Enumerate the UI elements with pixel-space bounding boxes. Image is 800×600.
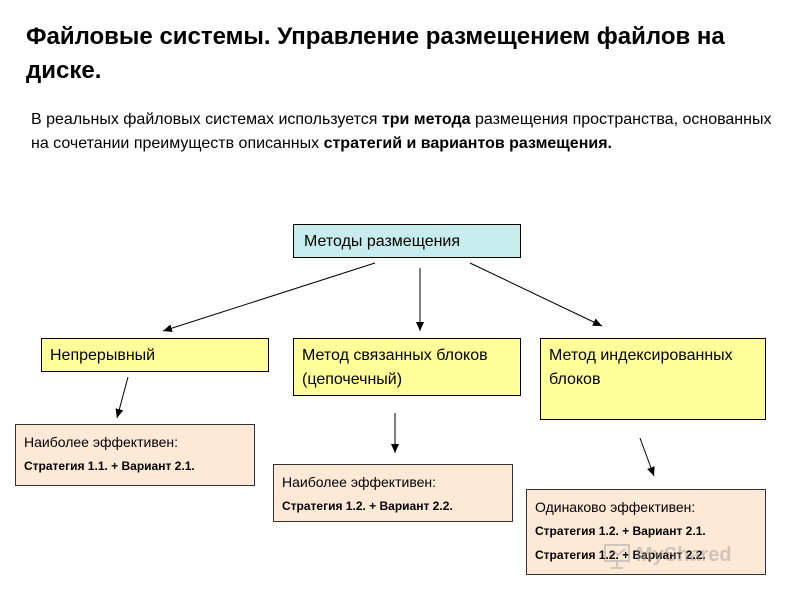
efficiency-box-linked: Наиболее эффективен: Стратегия 1.2. + Ва… xyxy=(273,464,513,522)
intro-paragraph: В реальных файловых системах используетс… xyxy=(31,108,776,156)
arrow-continuous-to-efficiency xyxy=(115,376,129,419)
watermark-text: MyShared xyxy=(636,543,732,566)
intro-text-1: В реальных файловых системах используетс… xyxy=(31,111,382,128)
method-node-indexed-blocks: Метод индексированных блоков xyxy=(540,338,766,420)
arrow-root-to-continuous xyxy=(162,262,376,333)
slide-title: Файловые системы. Управление размещением… xyxy=(26,23,725,84)
efficiency-heading: Наиболее эффективен: xyxy=(24,434,179,450)
efficiency-line: Стратегия 1.2. + Вариант 2.2. xyxy=(535,548,706,562)
method-node-continuous: Непрерывный xyxy=(41,338,269,372)
efficiency-line: Стратегия 1.2. + Вариант 2.1. xyxy=(535,524,706,538)
presentation-icon xyxy=(604,544,630,569)
efficiency-box-indexed: Одинаково эффективен: Стратегия 1.2. + В… xyxy=(526,489,766,575)
intro-text-2: размещения пространства, основанных на с… xyxy=(31,111,772,152)
efficiency-line: Стратегия 1.2. + Вариант 2.2. xyxy=(282,499,453,513)
watermark-logo: MyShared xyxy=(602,538,772,572)
method-node-linked-blocks: Метод связанных блоков (цепочечный) xyxy=(293,338,521,396)
arrow-root-to-indexed xyxy=(469,262,603,327)
intro-bold-strategies: стратегий и вариантов размещения. xyxy=(323,135,612,152)
intro-bold-three-methods: три метода xyxy=(381,111,471,128)
efficiency-box-continuous: Наиболее эффективен: Стратегия 1.1. + Ва… xyxy=(15,424,255,486)
arrow-indexed-to-efficiency xyxy=(639,437,655,477)
root-node: Методы размещения xyxy=(293,224,521,258)
efficiency-heading: Одинаково эффективен: xyxy=(535,499,696,515)
efficiency-heading: Наиболее эффективен: xyxy=(282,474,437,490)
efficiency-line: Стратегия 1.1. + Вариант 2.1. xyxy=(24,459,195,473)
